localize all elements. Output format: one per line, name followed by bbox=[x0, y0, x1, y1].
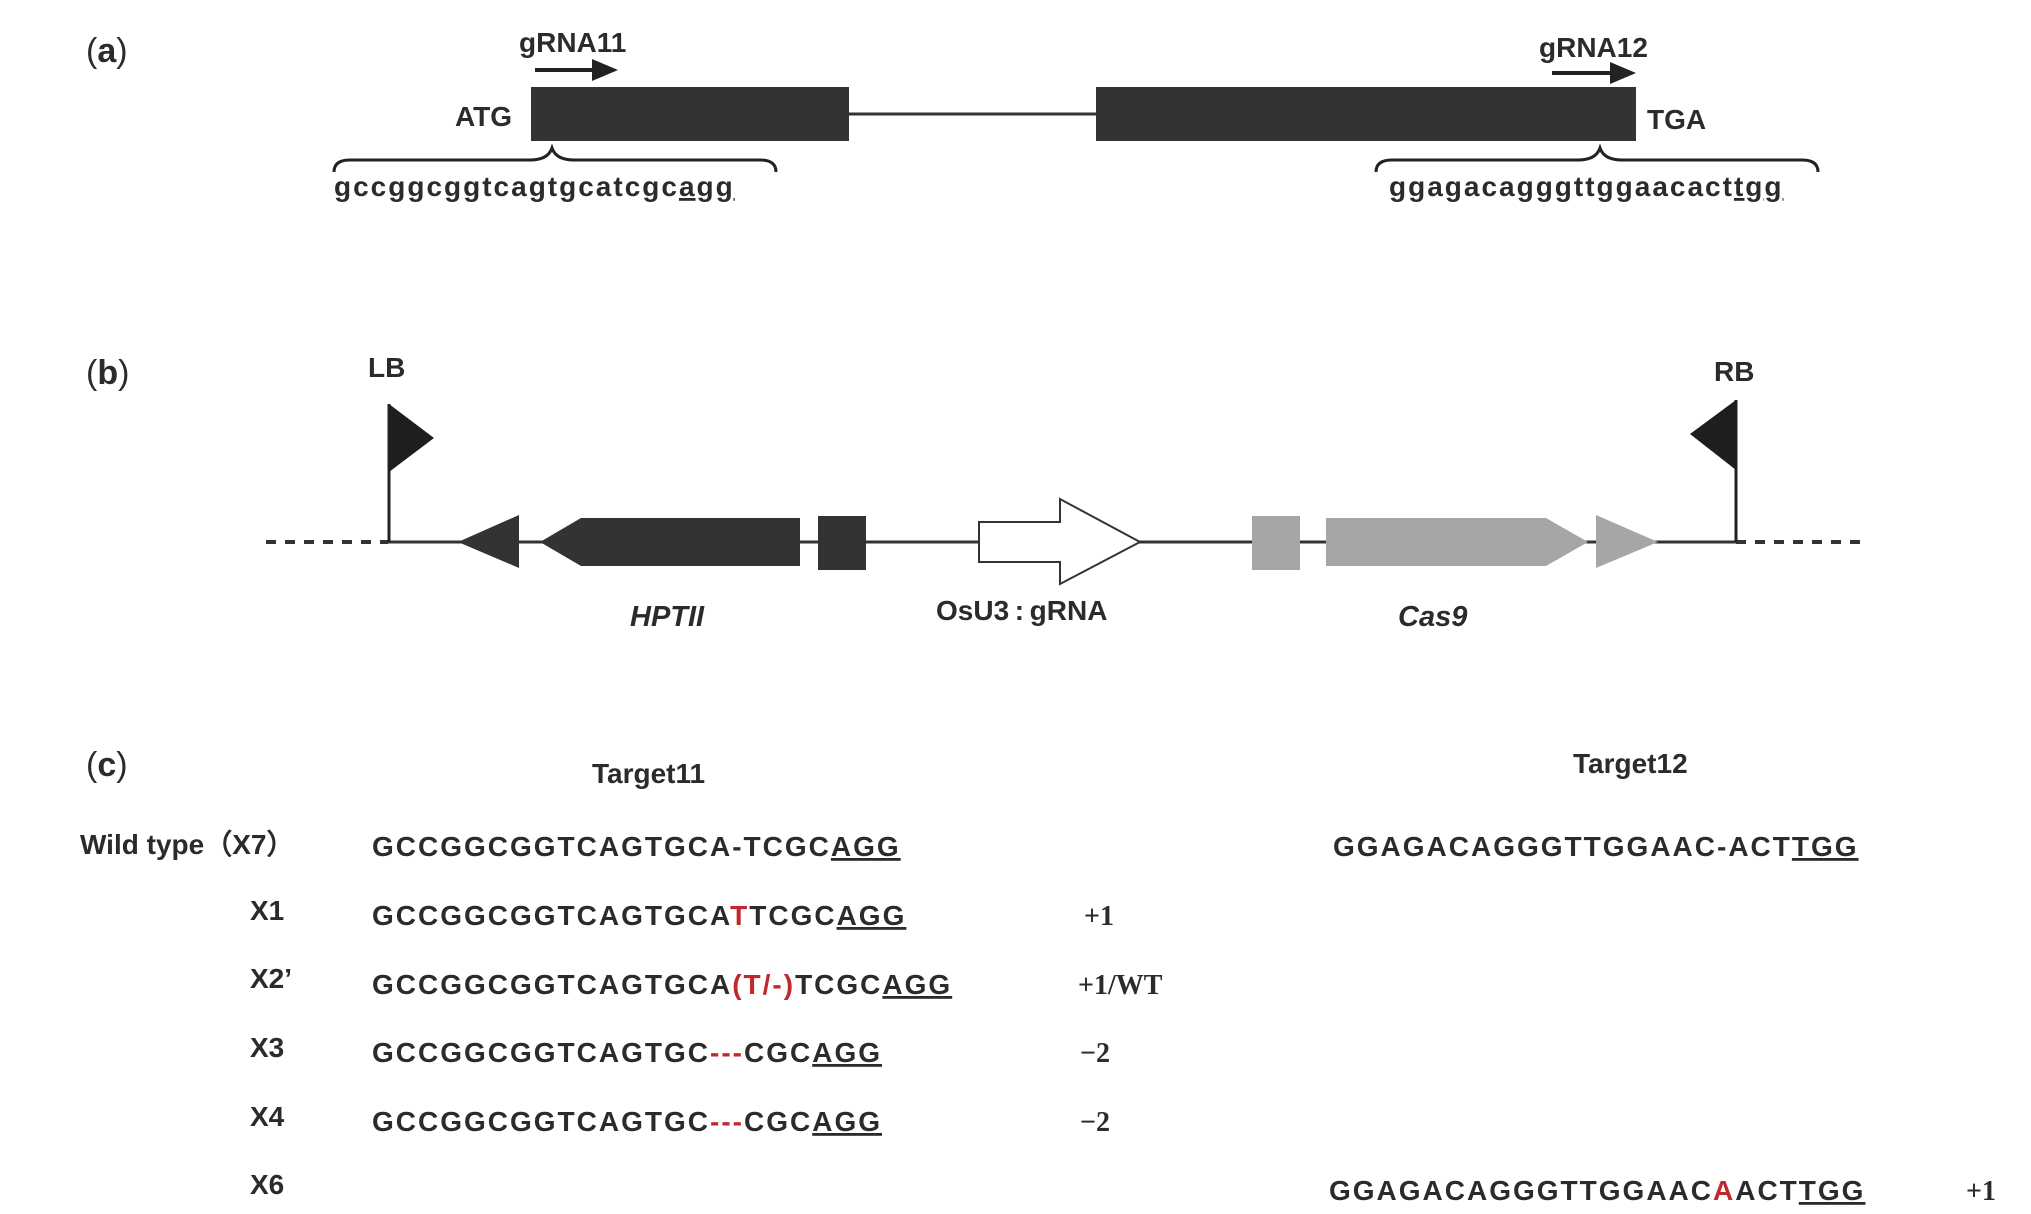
hptii-label: HPTII bbox=[630, 601, 705, 633]
wt-pam11: AGG bbox=[831, 831, 901, 862]
x4-mutation-note: −2 bbox=[1080, 1107, 1110, 1138]
panel-c-letter: c bbox=[97, 746, 116, 784]
panel-a-letter: a bbox=[97, 32, 117, 70]
x6-insertion: A bbox=[1713, 1175, 1735, 1206]
lb-label: LB bbox=[368, 352, 405, 383]
right-pam: tgg bbox=[1734, 171, 1784, 202]
x2-mutation-note: +1/WT bbox=[1078, 970, 1163, 1001]
grna11-label: gRNA11 bbox=[519, 27, 626, 58]
x2-alleles: (T/-) bbox=[732, 969, 795, 1000]
x2-target11-sequence: GCCGGCGGTCAGTGCA(T/-)TCGCAGG bbox=[372, 969, 952, 1000]
x4-target11-sequence: GCCGGCGGTCAGTGC---CGCAGG bbox=[372, 1106, 882, 1137]
rb-flag-icon bbox=[1690, 400, 1738, 542]
rb-label: RB bbox=[1714, 356, 1754, 387]
start-codon: ATG bbox=[455, 101, 512, 132]
row-name-x4: X4 bbox=[250, 1101, 285, 1132]
left-brace-icon bbox=[332, 143, 778, 173]
row-name-x6: X6 bbox=[250, 1169, 284, 1200]
x4-pam11: AGG bbox=[812, 1106, 882, 1137]
target11-header: Target11 bbox=[592, 758, 705, 789]
grna11-arrow-icon bbox=[535, 59, 618, 81]
x4-deletion: --- bbox=[710, 1106, 744, 1137]
x3-deletion: --- bbox=[710, 1037, 744, 1068]
exon-2 bbox=[1096, 87, 1636, 141]
hptii-gene-arrow-icon bbox=[540, 518, 800, 566]
target12-header: Target12 bbox=[1573, 748, 1688, 779]
lb-flag-icon bbox=[387, 404, 434, 542]
x6-target12-sequence: GGAGACAGGGTTGGAACAACTTGG bbox=[1329, 1175, 1865, 1206]
wt-pam12: TGG bbox=[1792, 831, 1859, 862]
wt-target12-sequence: GGAGACAGGGTTGGAAC-ACTTGG bbox=[1333, 831, 1859, 862]
cas9-gene-arrow-icon bbox=[1326, 518, 1588, 566]
gene-structure bbox=[531, 87, 1636, 141]
t-dna-construct bbox=[266, 400, 1860, 586]
x3-target11-sequence: GCCGGCGGTCAGTGC---CGCAGG bbox=[372, 1037, 882, 1068]
terminator-right-arrow-icon bbox=[1596, 515, 1658, 568]
panel-c-label: (c) bbox=[86, 746, 128, 784]
x3-mutation-note: −2 bbox=[1080, 1038, 1110, 1069]
row-name-wt: Wild type（X7） bbox=[80, 828, 294, 860]
x6-pam12: TGG bbox=[1799, 1175, 1866, 1206]
promoter-box-grey bbox=[1252, 516, 1300, 570]
row-name-x3: X3 bbox=[250, 1032, 284, 1063]
left-target-sequence: gccggcggtcagtgcatcgcagg bbox=[334, 171, 735, 202]
panel-a-label: (a) bbox=[86, 32, 128, 70]
left-pam: agg bbox=[679, 171, 735, 202]
x1-pam11: AGG bbox=[837, 900, 907, 931]
wt-target11-sequence: GCCGGCGGTCAGTGCA-TCGCAGG bbox=[372, 831, 901, 862]
x1-insertion: T bbox=[730, 900, 749, 931]
panel-b-letter: b bbox=[97, 354, 118, 392]
x3-pam11: AGG bbox=[812, 1037, 882, 1068]
x6-mutation-note: +1 bbox=[1966, 1176, 1996, 1207]
x1-mutation-note: +1 bbox=[1084, 901, 1114, 932]
row-name-x1: X1 bbox=[250, 895, 284, 926]
osu3-label: OsU3 : gRNA bbox=[936, 595, 1107, 626]
right-target-sequence: ggagacagggttggaacacttgg bbox=[1389, 171, 1783, 202]
osu3-grna-arrow-icon bbox=[978, 497, 1143, 586]
panel-b-label: (b) bbox=[86, 354, 129, 392]
row-name-x2: X2’ bbox=[250, 963, 292, 994]
x1-target11-sequence: GCCGGCGGTCAGTGCATTCGCAGG bbox=[372, 900, 906, 931]
promoter-box-dark bbox=[818, 516, 866, 570]
grna12-arrow-icon bbox=[1552, 62, 1636, 84]
right-brace-icon bbox=[1374, 143, 1820, 173]
x2-pam11: AGG bbox=[882, 969, 952, 1000]
cas9-label: Cas9 bbox=[1398, 601, 1467, 633]
stop-codon: TGA bbox=[1647, 104, 1706, 135]
exon-1 bbox=[531, 87, 849, 141]
terminator-left-arrow-icon bbox=[458, 515, 519, 568]
grna12-label: gRNA12 bbox=[1539, 32, 1648, 63]
